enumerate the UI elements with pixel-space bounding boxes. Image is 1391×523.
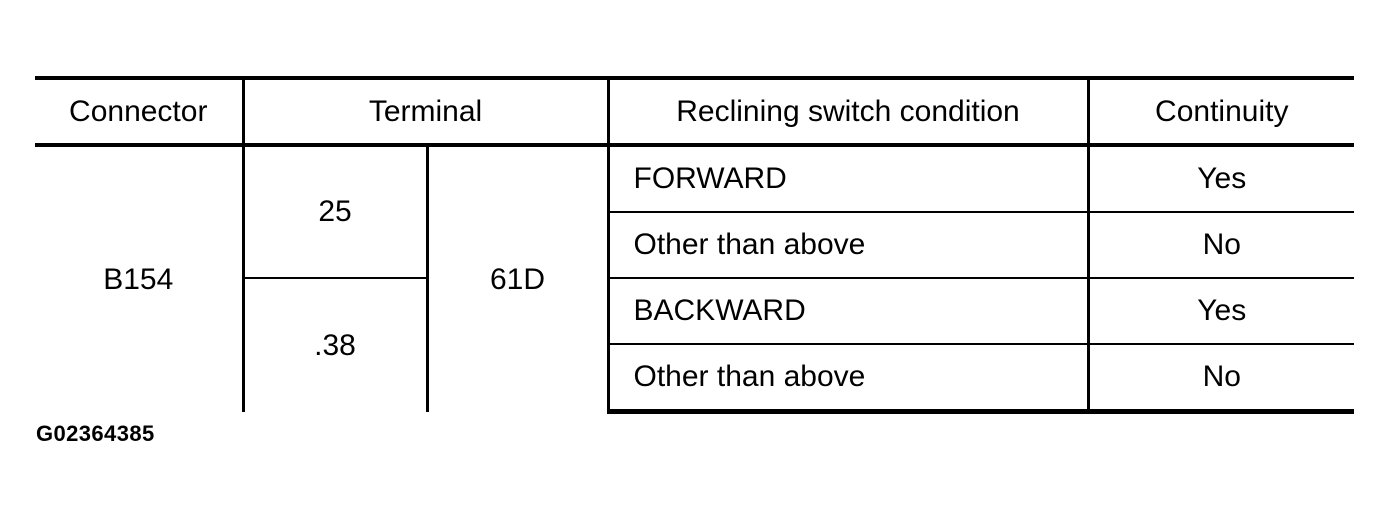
cell-continuity-3: Yes — [1088, 277, 1354, 344]
reclining-switch-continuity-table: Connector Terminal Reclining switch cond… — [35, 76, 1354, 414]
column-header-connector: Connector — [35, 76, 245, 147]
table-row: Other than above No — [35, 211, 1354, 278]
table-row: B154 25 61D FORWARD Yes — [35, 145, 1354, 412]
cell-terminal-primary-1: 25 — [243, 145, 429, 279]
column-header-terminal: Terminal — [243, 76, 610, 147]
table-row: .38 BACKWARD Yes — [35, 277, 1354, 412]
figure-id-caption: G02364385 — [36, 421, 155, 446]
cell-continuity-4: No — [1088, 343, 1354, 414]
cell-terminal-secondary: 61D — [427, 145, 610, 412]
cell-terminal-primary-2: .38 — [243, 278, 429, 412]
cell-condition-1: FORWARD — [608, 145, 1090, 212]
cell-connector-value: B154 — [35, 145, 245, 412]
cell-condition-3: BACKWARD — [608, 277, 1090, 344]
cell-condition-4: Other than above — [608, 343, 1090, 414]
cell-continuity-1: Yes — [1088, 145, 1354, 212]
table-row: Other than above No — [35, 343, 1354, 414]
table-header-row: Connector Terminal Reclining switch cond… — [35, 76, 1354, 147]
cell-condition-2: Other than above — [608, 211, 1090, 278]
column-header-continuity: Continuity — [1088, 76, 1354, 147]
cell-continuity-2: No — [1088, 211, 1354, 278]
column-header-reclining-switch-condition: Reclining switch condition — [608, 76, 1090, 147]
